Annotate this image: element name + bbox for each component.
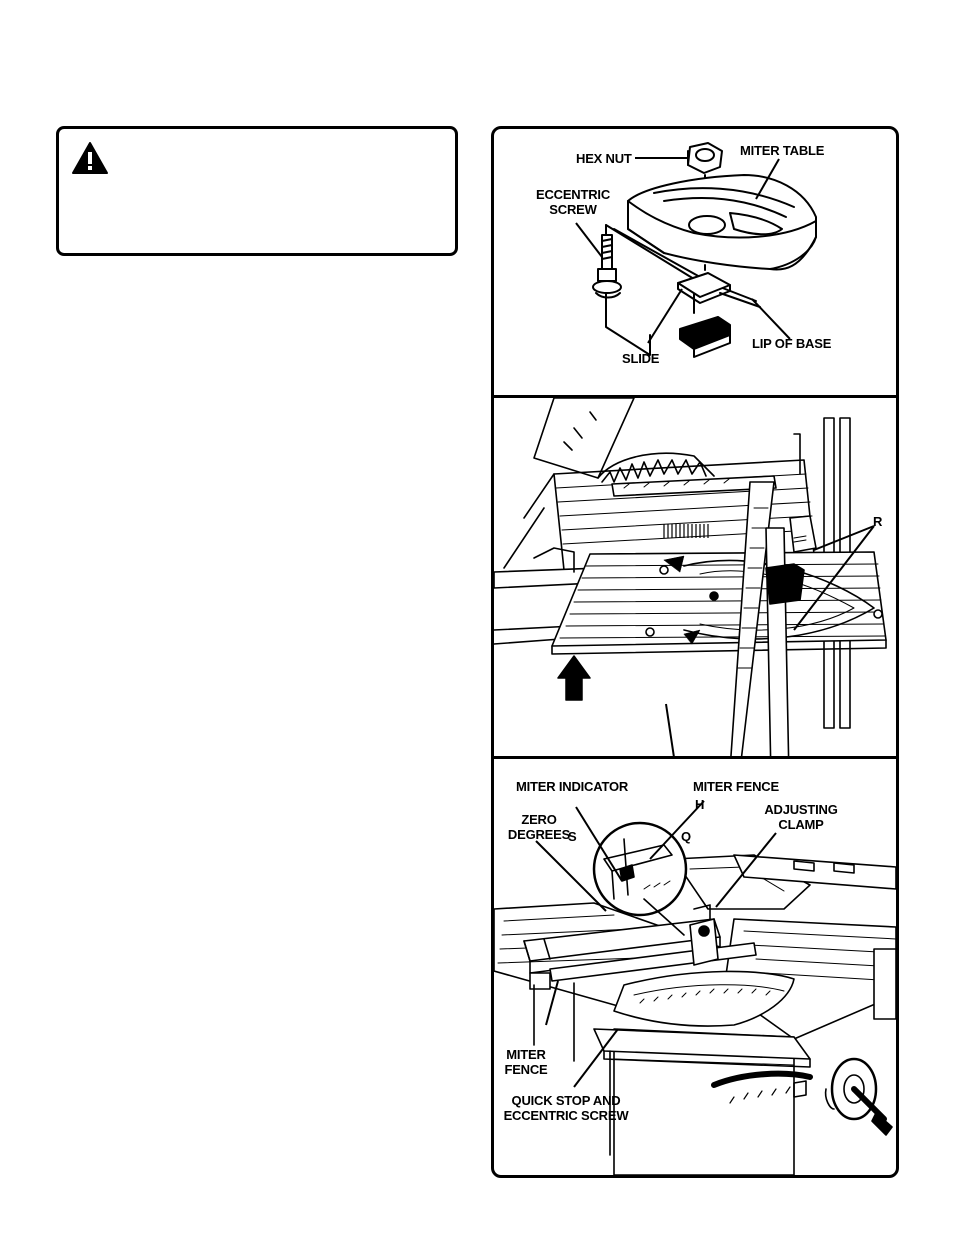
miter-table-part: [627, 174, 817, 271]
figure-panel: HEX NUT MITER TABLE ECCENTRIC SCREW SLID…: [491, 126, 899, 1178]
miter-fence-gauge: [765, 515, 817, 756]
miter-table-front: [551, 551, 887, 655]
figure-miter-squaring: R H S Q: [494, 398, 896, 844]
label-s: S: [568, 829, 577, 844]
warning-box: [56, 126, 458, 256]
miter-squaring-drawing: [494, 398, 887, 756]
slide-label: SLIDE: [622, 351, 660, 366]
miter-table-exploded-drawing: [575, 142, 817, 358]
zero-degrees-label: ZERO DEGREES: [507, 812, 571, 842]
hex-nut-label: HEX NUT: [576, 151, 632, 166]
adjusting-clamp: [689, 904, 719, 966]
handwheel: [824, 1057, 893, 1136]
figure-miter-table-assembly: HEX NUT MITER TABLE ECCENTRIC SCREW SLID…: [494, 129, 896, 395]
slide-part: [677, 272, 731, 358]
figure-miter-fence-overview: MITER INDICATOR MITER FENCE ADJUSTING CL…: [494, 759, 896, 1175]
combination-square: [611, 475, 777, 756]
eccentric-screw-label: ECCENTRIC SCREW: [535, 187, 611, 217]
miter-protractor: [613, 970, 795, 1027]
miter-fence-overview-drawing: [494, 800, 896, 1175]
panel-divider-1: [494, 395, 896, 398]
warning-triangle-icon: [72, 142, 108, 174]
panel-divider-2: [494, 756, 896, 759]
miter-fence-left-label: MITER FENCE: [504, 1047, 548, 1077]
push-arrow-icon: [557, 655, 591, 701]
miter-fence-top-label: MITER FENCE: [693, 779, 779, 794]
adjusting-clamp-label: ADJUSTING CLAMP: [764, 802, 838, 832]
label-q: Q: [681, 829, 691, 844]
lip-of-base-label: LIP OF BASE: [752, 336, 832, 351]
quick-stop-label: QUICK STOP AND ECCENTRIC SCREW: [503, 1093, 629, 1123]
miter-table-label: MITER TABLE: [740, 143, 825, 158]
hex-nut-part: [687, 142, 723, 174]
eccentric-screw-part: [592, 234, 622, 299]
miter-indicator-label: MITER INDICATOR: [516, 779, 629, 794]
label-r: R: [873, 514, 883, 529]
